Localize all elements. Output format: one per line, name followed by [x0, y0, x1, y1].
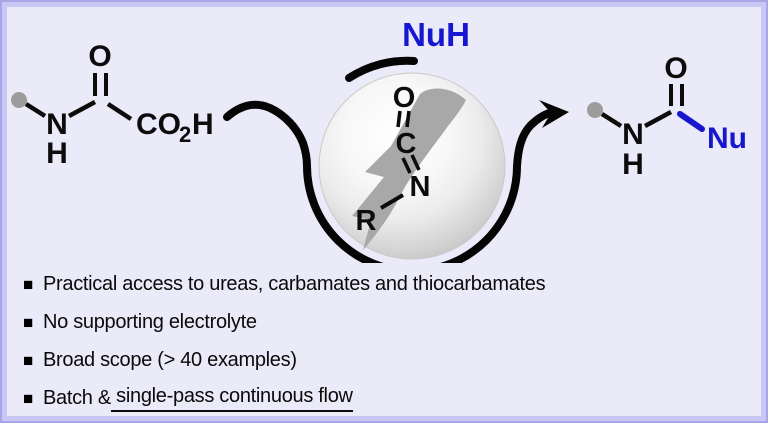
product-nh-label: H	[622, 148, 644, 181]
product-dot-n-bond	[600, 112, 623, 128]
bullet-text-prefix: Batch &	[42, 386, 111, 409]
reactant-n-label: N	[46, 108, 68, 141]
sphere-cn-double-bond-2	[410, 154, 421, 171]
product-o-label: O	[664, 52, 687, 85]
sphere-oc-double-bond-2	[405, 110, 411, 128]
reactant-o-label: O	[88, 40, 111, 73]
product-structure: N H O Nu	[587, 52, 747, 181]
list-item: ■ Broad scope (> 40 examples)	[23, 341, 753, 379]
sphere-r-label: R	[356, 205, 377, 237]
list-item: ■ Practical access to ureas, carbamates …	[23, 265, 753, 303]
reactant-c-acid-bond	[106, 102, 133, 121]
list-item: ■ Batch & single-pass continuous flow	[23, 379, 753, 416]
bullet-text: No supporting electrolyte	[42, 310, 257, 333]
product-n-label: N	[622, 118, 644, 151]
reactant-dot-n-bond	[24, 102, 47, 118]
sphere-oc-double-bond-1	[396, 110, 402, 128]
bullet-text: Practical access to ureas, carbamates an…	[42, 272, 546, 295]
sphere-cn-double-bond-1	[401, 157, 412, 174]
sphere-o-label: O	[393, 82, 416, 114]
bullet-text: Broad scope (> 40 examples)	[42, 348, 297, 371]
reactant-substituent-dot	[11, 92, 27, 108]
sphere-rn-bond	[379, 193, 405, 210]
sphere-c-label: C	[396, 128, 417, 160]
product-nu-label: Nu	[707, 122, 747, 155]
bullet-square-icon: ■	[23, 388, 33, 408]
bullet-square-icon: ■	[23, 312, 33, 332]
reaction-arrow	[223, 100, 558, 263]
reactant-co2h-h: H	[192, 108, 214, 141]
reaction-scheme: O C N R NuH N H O	[11, 16, 747, 263]
sphere-n-label: N	[410, 171, 431, 203]
list-item: ■ No supporting electrolyte	[23, 303, 753, 341]
bullet-square-icon: ■	[23, 274, 33, 294]
product-n-c-bond	[643, 110, 673, 128]
ring-top-arc	[345, 56, 418, 82]
reactant-co2h-co: CO	[136, 108, 181, 141]
bullet-square-icon: ■	[23, 350, 33, 370]
product-substituent-dot	[587, 102, 603, 118]
abstract-canvas: O C N R NuH N H O	[7, 7, 761, 416]
reactant-n-c-bond	[67, 100, 97, 118]
reactant-co2h-sub2: 2	[179, 122, 191, 147]
nuh-label: NuH	[402, 16, 470, 53]
bullet-text-underlined: single-pass continuous flow	[110, 385, 353, 412]
reactant-nh-label: H	[46, 137, 68, 170]
reactant-structure: N H O CO 2 H	[11, 40, 214, 170]
product-c-nu-bond	[677, 111, 705, 132]
highlights-list: ■ Practical access to ureas, carbamates …	[23, 265, 753, 416]
reaction-arrowhead	[539, 100, 569, 128]
